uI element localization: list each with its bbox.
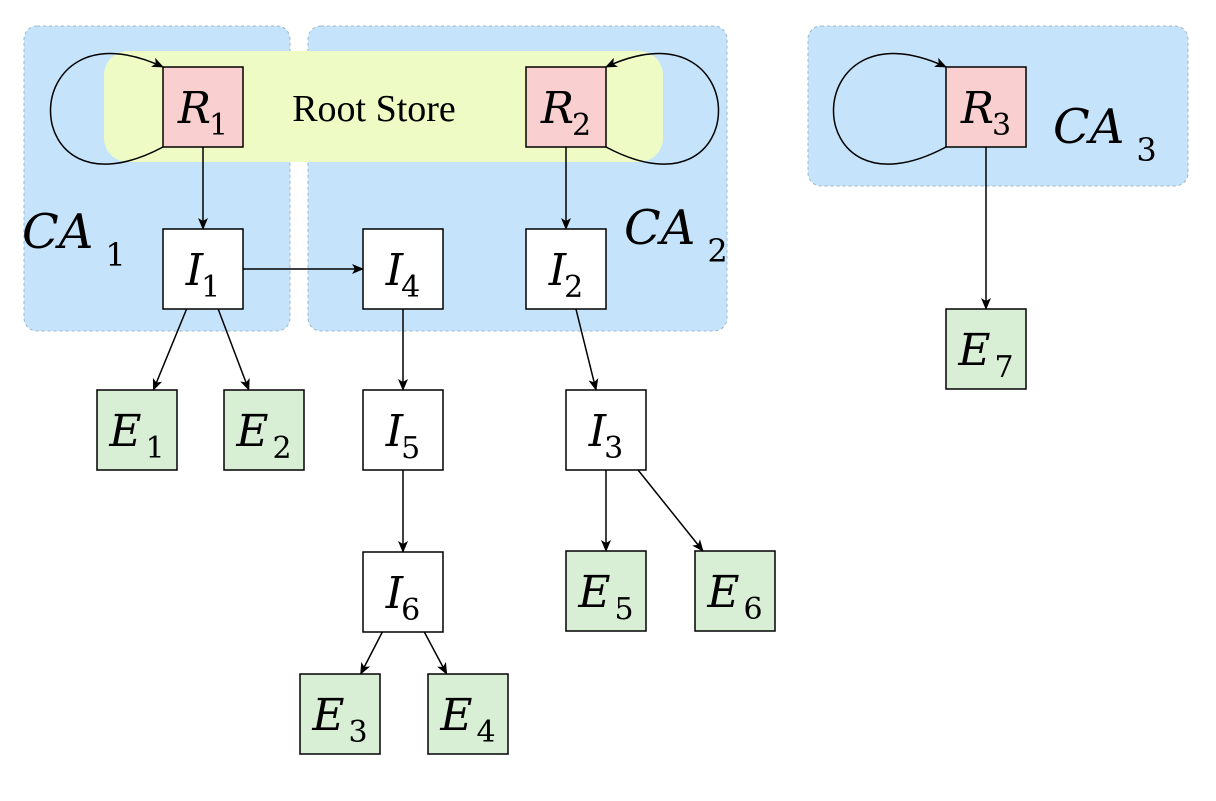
node-label-i4: I4: [385, 245, 420, 305]
node-box-i5: [362, 389, 444, 471]
node-r2: R2: [525, 66, 607, 148]
node-box-e3: [299, 673, 381, 755]
edge-i3-e6: [637, 469, 704, 552]
node-i5: I5: [362, 389, 444, 471]
root-store-label: Root Store: [292, 88, 456, 130]
node-box-i1: [162, 228, 244, 310]
node-box-e6: [694, 550, 776, 632]
node-label-r3: R3: [960, 83, 1011, 143]
node-label-r1: R1: [177, 83, 228, 143]
node-i3: I3: [565, 389, 647, 471]
node-box-e1: [96, 389, 178, 471]
edge-i6-e4: [423, 631, 448, 675]
node-box-e5: [565, 550, 647, 632]
node-box-e7: [945, 308, 1027, 390]
self-loop-r3: [832, 52, 947, 165]
node-box-e2: [223, 389, 305, 471]
node-box-r3: [945, 66, 1027, 148]
node-box-i3: [565, 389, 647, 471]
node-label-i2: I2: [548, 245, 583, 305]
self-loop-r1: [49, 52, 164, 165]
node-label-i6: I6: [385, 568, 420, 628]
node-i6: I6: [362, 551, 444, 633]
edge-i6-e3: [359, 631, 384, 675]
edge-i1-e1: [152, 308, 188, 391]
node-r3: R3: [945, 66, 1027, 148]
node-box-e4: [427, 673, 509, 755]
node-box-i2: [525, 228, 607, 310]
node-label-i3: I3: [588, 406, 623, 466]
node-i1: I1: [162, 228, 244, 310]
node-box-r2: [525, 66, 607, 148]
edge-i2-i3: [575, 308, 599, 391]
self-loop-r2: [605, 52, 720, 165]
node-r1: R1: [162, 66, 244, 148]
node-box-i6: [362, 551, 444, 633]
node-i4: I4: [362, 228, 444, 310]
node-box-r1: [162, 66, 244, 148]
node-box-i4: [362, 228, 444, 310]
edge-i1-e2: [217, 308, 250, 391]
node-label-i1: I1: [185, 245, 220, 305]
node-label-r2: R2: [540, 83, 591, 143]
node-i2: I2: [525, 228, 607, 310]
node-label-i5: I5: [385, 406, 420, 466]
